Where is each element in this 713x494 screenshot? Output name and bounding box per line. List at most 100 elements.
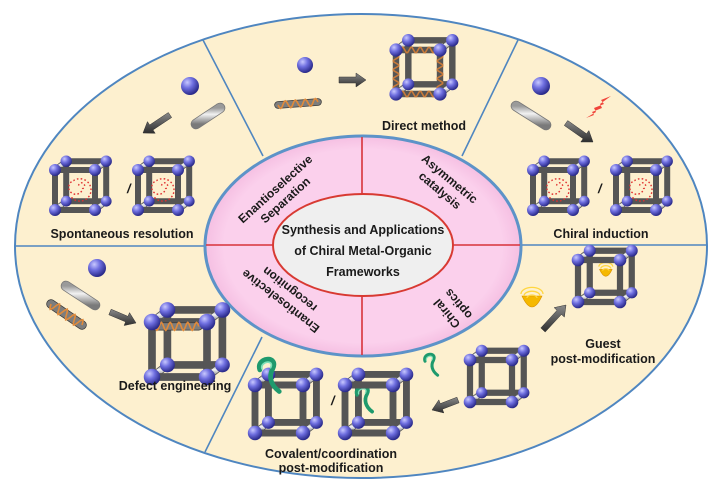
helix-wrap xyxy=(436,49,444,95)
metal-node xyxy=(309,415,323,429)
label-chiral-induction: Chiral induction xyxy=(553,227,648,241)
metal-node xyxy=(517,344,530,357)
metal-node xyxy=(60,155,72,167)
metal-node xyxy=(88,259,106,277)
metal-node xyxy=(172,204,184,216)
metal-node xyxy=(181,77,199,95)
guest-cone xyxy=(521,295,543,308)
ribbon-modifier-icon xyxy=(257,356,282,394)
metal-node xyxy=(661,155,673,167)
metal-node xyxy=(351,367,366,382)
guest-molecule-icon xyxy=(520,286,544,308)
metal-node xyxy=(100,195,112,207)
metal-node xyxy=(337,377,353,393)
ribbon-highlight xyxy=(357,388,367,395)
ribbon-shape xyxy=(423,352,440,377)
helix-wrap xyxy=(395,90,441,98)
metal-node xyxy=(214,357,230,373)
ribbon-modifier-icon xyxy=(423,352,440,377)
metal-node xyxy=(337,425,353,441)
metal-node xyxy=(446,78,459,91)
label-covalent-line-1: Covalent/coordination xyxy=(265,447,397,461)
metal-node xyxy=(527,204,539,216)
metal-node xyxy=(143,155,155,167)
metal-node xyxy=(463,395,477,409)
metal-node xyxy=(661,195,673,207)
defect-linker-icon xyxy=(150,321,203,332)
metal-node xyxy=(578,195,590,207)
bolt-shape xyxy=(586,96,611,118)
ribbon-highlight xyxy=(261,361,273,370)
metal-node xyxy=(247,377,263,393)
guest-wave xyxy=(600,265,612,269)
metal-node xyxy=(626,287,638,299)
illustrations xyxy=(46,34,673,441)
metal-node xyxy=(505,353,519,367)
metal-node xyxy=(538,195,550,207)
metal-node xyxy=(399,415,413,429)
metal-node xyxy=(475,344,488,357)
metal-node xyxy=(625,244,638,257)
arrow-shape xyxy=(108,308,137,326)
metal-node xyxy=(505,395,519,409)
metal-node xyxy=(172,164,184,176)
metal-node xyxy=(89,164,101,176)
metal-node xyxy=(247,425,263,441)
metal-node xyxy=(132,204,144,216)
mof-cube-ribbon-outside-icon xyxy=(247,356,324,441)
mof-cube-chiral-linker-icon xyxy=(389,34,459,101)
metal-node xyxy=(389,43,403,57)
metal-node xyxy=(476,387,488,399)
metal-node xyxy=(567,164,579,176)
arrow-shape xyxy=(338,72,367,88)
label-direct-method: Direct method xyxy=(382,119,466,133)
metal-node xyxy=(399,367,414,382)
metal-node xyxy=(183,155,195,167)
metal-node xyxy=(518,387,530,399)
arrow-icon xyxy=(431,396,460,414)
metal-node xyxy=(571,295,585,309)
linker-rod xyxy=(511,101,551,130)
lightning-bolt-icon xyxy=(586,96,611,118)
label-guest-line-1: Guest xyxy=(585,337,621,351)
metal-node xyxy=(198,368,216,386)
mof-cube-pristine-icon xyxy=(463,344,530,409)
helix-wrap xyxy=(395,46,441,54)
center-title-line-1: Synthesis and Applications xyxy=(282,223,445,237)
metal-ion-icon xyxy=(181,77,199,95)
ribbon-highlight xyxy=(425,355,434,362)
linker-helix xyxy=(49,302,84,327)
metal-node xyxy=(159,302,176,318)
metal-node xyxy=(100,155,112,167)
metal-node xyxy=(297,57,313,73)
metal-node xyxy=(389,87,403,101)
linker-helix xyxy=(154,321,200,332)
arrow-shape xyxy=(563,120,594,143)
metal-node xyxy=(650,204,662,216)
arrow-shape xyxy=(431,396,460,414)
linker-rod xyxy=(61,281,100,310)
arrow-icon xyxy=(142,112,173,134)
arrow-shape xyxy=(540,304,567,333)
divider-upper-right xyxy=(461,39,519,157)
achiral-linker-icon xyxy=(510,100,552,131)
metal-node xyxy=(261,415,275,429)
achiral-linker-icon xyxy=(60,280,101,311)
metal-node xyxy=(49,204,61,216)
label-defect-engineering: Defect engineering xyxy=(119,379,232,393)
mof-cube-right-handed-icon xyxy=(132,155,195,216)
separator-chiral-induction: / xyxy=(597,181,603,196)
metal-node xyxy=(527,164,539,176)
metal-node xyxy=(60,195,72,207)
metal-node xyxy=(578,155,590,167)
divider-lower-left xyxy=(204,336,263,453)
achiral-linker-icon xyxy=(190,102,226,130)
arrow-icon xyxy=(338,72,367,88)
mof-cube-left-handed-icon xyxy=(527,155,590,216)
metal-node xyxy=(309,367,324,382)
chiral-linker-icon xyxy=(274,97,322,110)
metal-node xyxy=(198,313,216,331)
metal-node xyxy=(295,377,311,393)
center-ellipse xyxy=(272,193,454,297)
metal-node xyxy=(610,164,622,176)
